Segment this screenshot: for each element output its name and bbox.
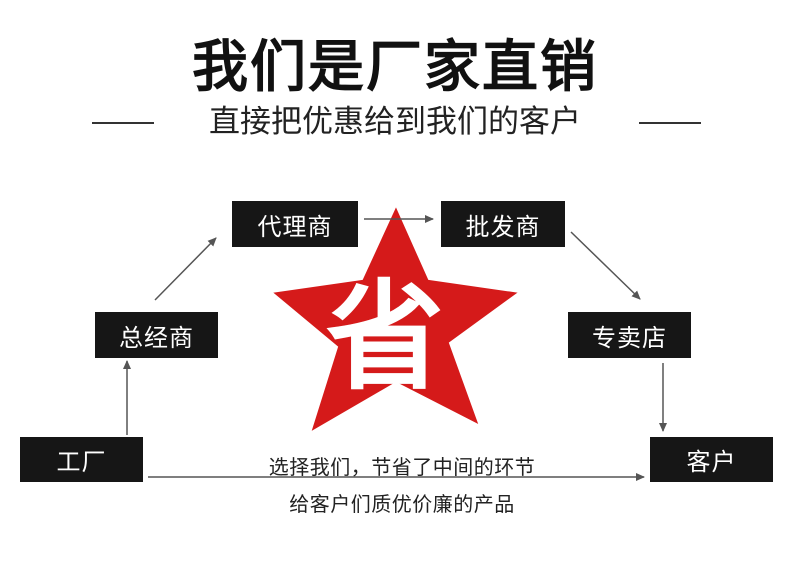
node-retail: 专卖店: [568, 312, 691, 358]
node-factory: 工厂: [20, 437, 143, 482]
subtitle-dash-left: [92, 122, 154, 124]
subtitle-row: 直接把优惠给到我们的客户: [0, 100, 790, 144]
arrow-distributor-to-agent: [154, 237, 217, 301]
arrow-wholesale-to-retail: [570, 231, 641, 300]
node-wholesale: 批发商: [441, 201, 565, 247]
subtitle-dash-right: [639, 122, 701, 124]
node-agent: 代理商: [232, 201, 358, 247]
caption-line-2: 给客户们质优价廉的产品: [289, 492, 515, 516]
star-shape: [268, 202, 523, 436]
node-distributor: 总经商: [95, 312, 218, 358]
save-character: 省: [325, 267, 444, 406]
caption-line-1: 选择我们，节省了中间的环节: [268, 455, 536, 479]
subtitle: 直接把优惠给到我们的客户: [209, 104, 581, 140]
page-title: 我们是厂家直销: [192, 35, 598, 100]
node-customer: 客户: [650, 437, 773, 482]
